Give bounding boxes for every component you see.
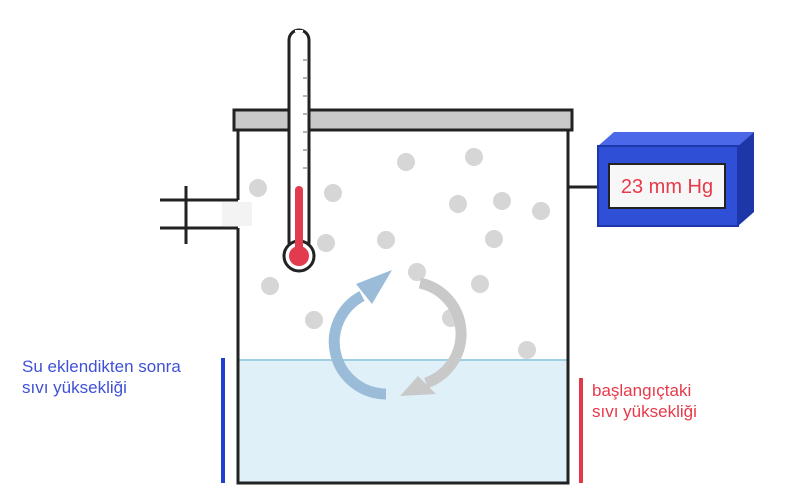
gas-particle	[518, 341, 536, 359]
gas-particle	[261, 277, 279, 295]
label-line: sıvı yüksekliği	[592, 402, 697, 421]
gas-particle	[532, 202, 550, 220]
cycle-arrows-icon	[328, 270, 467, 400]
valve-icon[interactable]	[160, 186, 252, 244]
gas-particle	[493, 192, 511, 210]
gas-particle	[485, 230, 503, 248]
gauge-reading: 23 mm Hg	[621, 176, 713, 198]
container	[236, 130, 570, 485]
after-water-height-label: Su eklendikten sonra sıvı yüksekliği	[22, 356, 222, 398]
gas-particle	[397, 153, 415, 171]
label-line: Su eklendikten sonra	[22, 357, 181, 376]
gas-particle	[317, 234, 335, 252]
gas-particle	[465, 148, 483, 166]
gas-particle	[449, 195, 467, 213]
gas-particle	[408, 263, 426, 281]
gas-particle	[377, 231, 395, 249]
label-line: sıvı yüksekliği	[22, 378, 127, 397]
thermometer-icon	[282, 28, 316, 273]
gas-particle	[305, 311, 323, 329]
initial-height-label: başlangıçtaki sıvı yüksekliği	[592, 380, 792, 422]
pressure-gauge: 23 mm Hg	[597, 132, 754, 227]
container-lid	[232, 108, 574, 132]
label-line: başlangıçtaki	[592, 381, 692, 400]
gas-particle	[249, 179, 267, 197]
gas-particle	[324, 184, 342, 202]
liquid	[238, 360, 568, 482]
gas-particles	[249, 148, 550, 359]
gauge-display	[608, 163, 726, 209]
gas-particle	[471, 275, 489, 293]
